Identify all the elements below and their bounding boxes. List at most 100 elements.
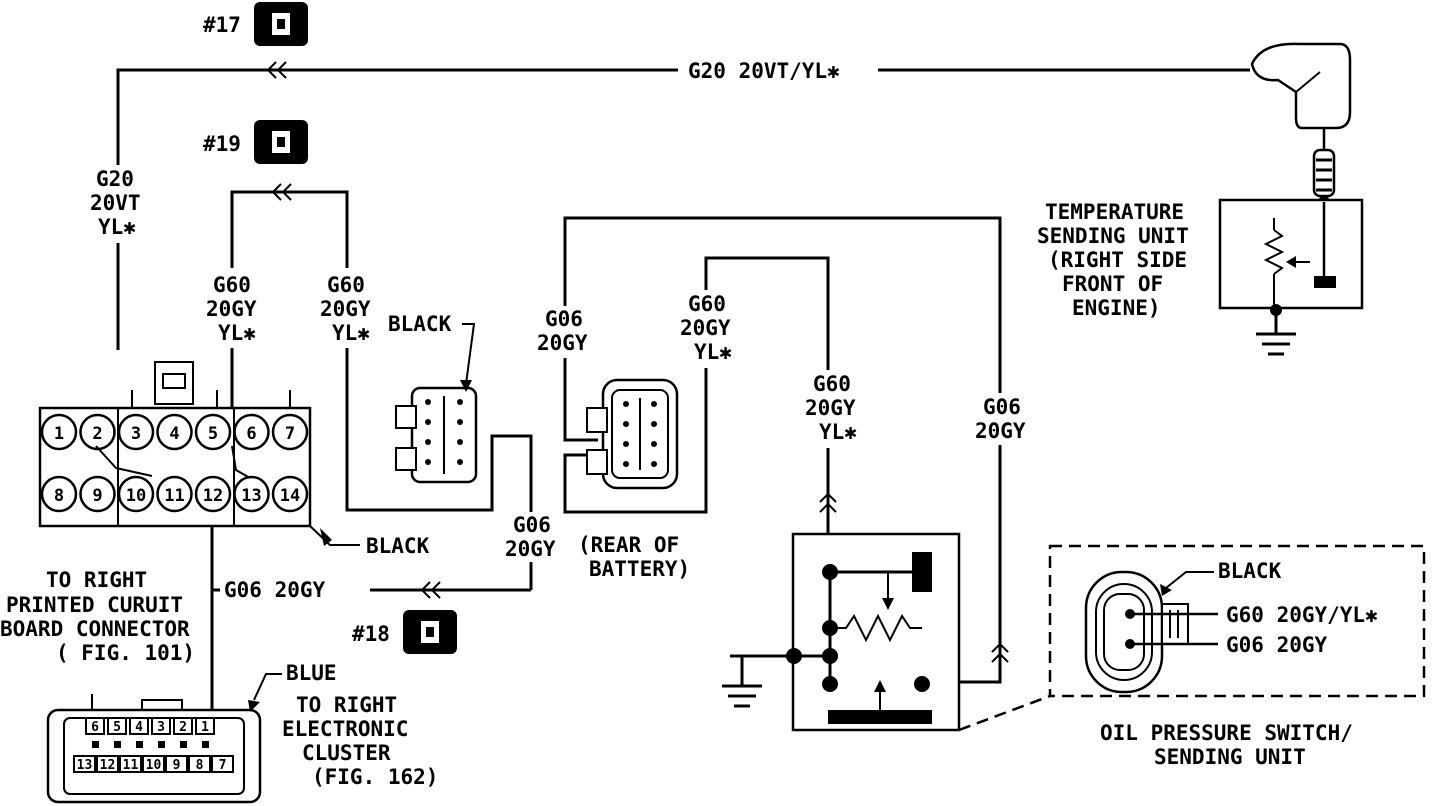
splice-17: #17 [203, 2, 308, 46]
cluster-pin-box [129, 717, 149, 735]
splice-17-label: #17 [203, 13, 241, 37]
black-label-main: BLACK [366, 534, 430, 558]
cluster-pin-label: 7 [219, 758, 227, 773]
black-label-top: BLACK [388, 312, 452, 336]
splice-19-label: #19 [203, 132, 241, 156]
main-pin-circle [156, 475, 193, 513]
svg-text:G06: G06 [545, 307, 583, 331]
svg-text:20GY: 20GY [206, 297, 257, 321]
main-pin-circle [233, 413, 270, 451]
main-pin-label: 4 [169, 424, 179, 444]
cluster-dot [158, 741, 165, 748]
svg-text:ENGINE): ENGINE) [1072, 296, 1161, 320]
cluster-pin-box [119, 755, 142, 773]
cluster-pin-label: 1 [201, 720, 209, 735]
g06-mid-top-label: G06 20GY [537, 306, 597, 358]
main-pin-circle [271, 475, 309, 513]
svg-text:CLUSTER: CLUSTER [302, 741, 391, 765]
svg-text:20GY: 20GY [505, 537, 556, 561]
main-pin-circle [156, 413, 193, 451]
cluster-pin-box [96, 755, 119, 773]
svg-text:(RIGHT SIDE: (RIGHT SIDE [1048, 248, 1187, 272]
splice-18-label: #18 [352, 622, 390, 646]
oil-wire-1-label: G60 20GY/YL✱ [1226, 603, 1378, 627]
black-leader-main [309, 525, 360, 546]
g60-inline-connector [271, 183, 292, 201]
svg-text:G60: G60 [813, 372, 851, 396]
splice-19: #19 [203, 120, 308, 164]
g06-inline-connector [420, 581, 441, 599]
cluster-dot [202, 741, 209, 748]
g20-wire [116, 68, 678, 350]
g06-bottom-label: G06 20GY [505, 512, 561, 562]
cluster-pin-label: 12 [100, 758, 116, 773]
pin2-pin11-link [95, 445, 153, 477]
g06-outer-wire [563, 216, 1002, 684]
main-pin-label: 14 [280, 486, 300, 506]
main-pin-label: 9 [92, 486, 102, 506]
svg-text:YL✱: YL✱ [218, 321, 256, 345]
oil-black-leader [1165, 571, 1214, 589]
blue-label: BLUE [286, 661, 337, 685]
cluster-pin-label: 4 [135, 720, 143, 735]
svg-text:G60: G60 [688, 292, 726, 316]
main-pin-circle [117, 413, 155, 451]
main-pin-circle [271, 413, 309, 451]
main-pin-label: 8 [54, 486, 64, 506]
g06-horizontal-label: G06 20GY [224, 578, 326, 602]
cluster-pin-box [107, 717, 127, 735]
main-pin-circle [117, 475, 155, 513]
cluster-pin-box [211, 755, 234, 773]
main-pin-label: 12 [203, 486, 223, 506]
main-pin-circle [79, 475, 116, 513]
cluster-pin-box [151, 717, 171, 735]
cluster-pin-label: 3 [157, 720, 165, 735]
cluster-dot [92, 741, 99, 748]
svg-text:YL✱: YL✱ [332, 321, 370, 345]
svg-text:YL✱: YL✱ [819, 420, 857, 444]
gauge-module [722, 532, 961, 732]
svg-text:( FIG. 101): ( FIG. 101) [56, 641, 195, 665]
svg-text:G06: G06 [983, 395, 1021, 419]
cluster-dot [114, 741, 121, 748]
svg-text:(FIG. 162): (FIG. 162) [312, 765, 438, 789]
g60-relay-label: G60 20GY YL✱ [805, 370, 865, 448]
temperature-unit-label: TEMPERATURE SENDING UNIT (RIGHT SIDE FRO… [1037, 200, 1189, 320]
cluster-pin-label: 13 [77, 758, 93, 773]
g60-left-a-label: G60 20GY YL✱ [206, 268, 266, 348]
cluster-pin-box [85, 717, 105, 735]
g60-mid-top-label: G60 20GY YL✱ [680, 290, 742, 368]
pin6-pin13-link [231, 445, 251, 479]
cluster-pin-box [73, 755, 96, 773]
rear-battery-line2: BATTERY) [589, 557, 690, 581]
main-pin-label: 10 [126, 486, 146, 506]
cluster-pin-label: 5 [113, 720, 121, 735]
main-pin-circle [40, 475, 78, 513]
svg-text:TO RIGHT: TO RIGHT [296, 693, 397, 717]
svg-text:ELECTRONIC: ELECTRONIC [282, 717, 408, 741]
cluster-pin-label: 11 [123, 758, 139, 773]
cluster-pin-box [173, 717, 193, 735]
main-pin-label: 2 [92, 424, 102, 444]
svg-text:G20: G20 [96, 167, 134, 191]
oil-switch-dashed-box [1048, 544, 1426, 698]
svg-text:YL✱: YL✱ [694, 340, 732, 364]
cluster-pin-label: 9 [173, 758, 181, 773]
g20-inline-connector [266, 61, 287, 79]
main-pin-label: 6 [246, 424, 256, 444]
cluster-dot [136, 741, 143, 748]
g06-right-label: G06 20GY [975, 393, 1031, 445]
oil-pressure-line2: SENDING UNIT [1154, 745, 1306, 769]
svg-text:TEMPERATURE: TEMPERATURE [1045, 200, 1184, 224]
g20-vertical-label: G20 20VT YL✱ [90, 165, 148, 243]
main-pin-label: 7 [285, 424, 295, 444]
svg-text:SENDING UNIT: SENDING UNIT [1037, 224, 1189, 248]
g20-top-label: G20 20VT/YL✱ [688, 59, 840, 83]
main-pin-circle [233, 475, 270, 513]
blue-leader [253, 673, 282, 701]
cluster-pin-label: 10 [146, 758, 162, 773]
g60-relay-wire [563, 256, 830, 572]
cluster-dot [180, 741, 187, 748]
